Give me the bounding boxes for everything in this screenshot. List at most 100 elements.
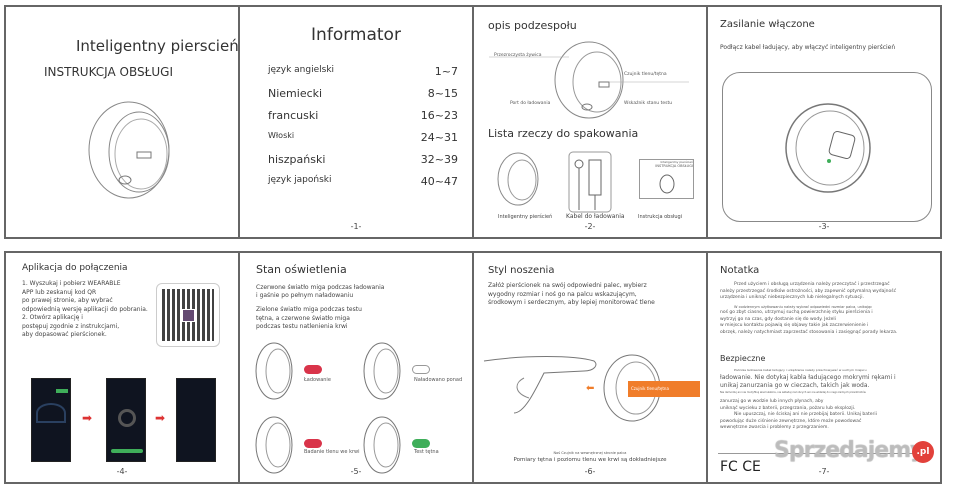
app-line: po prawej stronie, aby wybrać bbox=[22, 297, 113, 304]
cable-item bbox=[568, 151, 612, 213]
ring-state-icon bbox=[363, 416, 401, 474]
app-instructions: 1. Wyszukaj i pobierz WEARABLE APP lub z… bbox=[22, 280, 148, 340]
app-line: 1. Wyszukaj i pobierz WEARABLE bbox=[22, 280, 121, 287]
watermark-text: Sprzedajemy bbox=[774, 438, 924, 463]
label-port: Port do ładowania bbox=[510, 101, 551, 106]
text-line: środkowym i serdecznym, aby lepiej monit… bbox=[488, 299, 655, 306]
text-line: Czerwone światło miga podczas ładowania bbox=[256, 284, 385, 291]
text-line: i gaśnie po pełnym naładowaniu bbox=[256, 292, 354, 299]
charging-illustration bbox=[722, 72, 932, 222]
components-title: opis podzespołu bbox=[488, 19, 577, 32]
text-line: uniknąć wycieku z baterii, przegrzania, … bbox=[720, 405, 856, 411]
page-number: -3- bbox=[818, 222, 830, 231]
packing-title: Lista rzeczy do spakowania bbox=[488, 127, 639, 140]
page-notes: Notatka Przed użyciem i obsługą urządzen… bbox=[706, 251, 942, 484]
toc-pages: 1~7 bbox=[434, 65, 458, 78]
label-resin: Przezroczysta żywica bbox=[494, 53, 542, 58]
state-label: Naładowano ponad bbox=[414, 377, 463, 383]
label-sensor: Czujnik tlenu/tętna bbox=[624, 72, 667, 77]
safety-text: Podczas ładowania kabel ładujący i urząd… bbox=[720, 367, 896, 432]
toc-lang: język angielski bbox=[268, 65, 335, 75]
text-line: w miejscu kontaktu pojawią się objawy ta… bbox=[720, 323, 869, 328]
watermark-logo: Sprzedajemy bbox=[774, 438, 924, 463]
text-line: Zielone światło miga podczas testu bbox=[256, 306, 362, 313]
ring-item bbox=[497, 152, 539, 206]
page-components: opis podzespołu Przezroczysta żywica Czu… bbox=[472, 5, 708, 239]
notes-para-1: Przed użyciem i obsługą urządzenia należ… bbox=[720, 282, 897, 336]
ring-state-icon bbox=[255, 342, 293, 400]
watermark-badge: .pl bbox=[912, 441, 934, 463]
text-line: Przed użyciem i obsługą urządzenia należ… bbox=[734, 282, 890, 287]
page-cover: Inteligentny pierscień INSTRUKCJA OBSŁUG… bbox=[4, 5, 240, 239]
power-title: Zasilanie włączone bbox=[720, 19, 815, 30]
page-number: -5- bbox=[350, 467, 362, 476]
mini-ring-icon bbox=[659, 174, 675, 194]
manual-mini-title: Inteligentny pierścień bbox=[660, 160, 693, 164]
text-line: wygodny rozmiar i noś go na palcu wskazu… bbox=[488, 290, 637, 298]
app-line: odpowiednią wersję aplikacji do pobrania… bbox=[22, 305, 148, 313]
charging-ring bbox=[785, 103, 871, 193]
led-heart-rate bbox=[412, 439, 430, 448]
text-line: ładowanie. Nie dotykaj kabla ładującego … bbox=[720, 373, 896, 381]
page-number: -4- bbox=[116, 467, 128, 476]
app-line: aby dopasować pierścionek. bbox=[22, 331, 107, 338]
text-line: obrzęk, należy natychmiast zaprzestać st… bbox=[720, 329, 898, 335]
toc-pages: 24~31 bbox=[420, 131, 458, 144]
state-label: Badanie tlenu we krwi bbox=[304, 449, 360, 455]
lights-text-1: Czerwone światło miga podczas ładowania … bbox=[256, 284, 384, 300]
text-line: unikaj zanurzania go w cieczach, takich … bbox=[720, 381, 870, 389]
toc-lang: język japoński bbox=[268, 175, 332, 185]
cover-subtitle: INSTRUKCJA OBSŁUGI bbox=[44, 65, 173, 79]
sensor-callout-label: Czujnik tlenu/tętna bbox=[631, 386, 669, 391]
sensor-callout: Czujnik tlenu/tętna bbox=[628, 381, 700, 397]
text-line: urządzenia i uniknąć niebezpiecznych lub… bbox=[720, 295, 864, 300]
app-line: 2. Otwórz aplikację i bbox=[22, 314, 83, 321]
notes-title: Notatka bbox=[720, 265, 760, 276]
phone-screen-2 bbox=[106, 378, 146, 462]
page-number: -6- bbox=[584, 467, 596, 476]
text-line: należy przestrzegać środków ostrożności,… bbox=[720, 288, 897, 294]
arrow-right-icon: ➡ bbox=[155, 411, 166, 425]
label-indicator: Wskaźnik stanu testu bbox=[624, 101, 673, 106]
wearing-title: Styl noszenia bbox=[488, 265, 555, 276]
item-label-ring: Inteligentny pierścień bbox=[498, 214, 553, 220]
power-text: Podłącz kabel ładujący, aby włączyć inte… bbox=[720, 44, 896, 51]
text-line: Załóż pierścionek na swój odpowiedni pal… bbox=[488, 282, 647, 289]
text-line: W codziennym użytkowaniu należy wybrać o… bbox=[734, 304, 873, 309]
arrow-right-icon: ➡ bbox=[82, 411, 93, 425]
phone-screen-1 bbox=[31, 378, 71, 462]
divider bbox=[718, 453, 930, 454]
manual-mini-subtitle: INSTRUKCJA OBSŁUGI bbox=[655, 164, 693, 168]
phone-screen-3 bbox=[176, 378, 216, 462]
led-charging bbox=[304, 365, 322, 374]
state-label: Ładowanie bbox=[304, 377, 331, 383]
arrow-left-icon: ⬅ bbox=[586, 383, 595, 394]
text-line: Podczas ładowania kabel ładujący i urząd… bbox=[734, 368, 867, 372]
toc-pages: 32~39 bbox=[420, 153, 458, 166]
manual-item: Inteligentny pierścień INSTRUKCJA OBSŁUG… bbox=[639, 159, 694, 199]
toc-pages: 40~47 bbox=[420, 175, 458, 188]
page-app: Aplikacja do połączenia 1. Wyszukaj i po… bbox=[4, 251, 240, 484]
app-title: Aplikacja do połączenia bbox=[22, 263, 128, 273]
wearing-note: Pomiary tętna i poziomu tlenu we krwi są… bbox=[513, 457, 667, 463]
lights-text-2: Zielone światło miga podczas testu tętna… bbox=[256, 306, 362, 332]
ring-state-icon bbox=[255, 416, 293, 474]
text-line: Nie upuszczaj, nie ściskaj ani nie przeb… bbox=[734, 412, 877, 417]
wearing-note-small: Noś Czujnik na wewnętrznej stronie palca bbox=[553, 451, 627, 455]
qr-pattern bbox=[162, 289, 214, 341]
app-logo-icon bbox=[182, 309, 195, 322]
text-line: wewnętrzne zwarcia i problemy z przegrza… bbox=[720, 425, 829, 430]
page-number: -2- bbox=[584, 222, 596, 231]
text-line: noś go zbyt ciasno, utrzymuj suchą powie… bbox=[720, 310, 873, 315]
certification-marks: FC CE bbox=[720, 459, 761, 475]
toc-lang: francuski bbox=[268, 109, 319, 122]
page-number: -1- bbox=[350, 222, 362, 231]
text-line: zanurzaj go w wodzie lub innych płynach,… bbox=[720, 399, 824, 404]
item-label-cable: Kabel do ładowania bbox=[566, 213, 625, 220]
text-line: powodując duże ciśnienie zewnętrzne, któ… bbox=[720, 418, 862, 424]
